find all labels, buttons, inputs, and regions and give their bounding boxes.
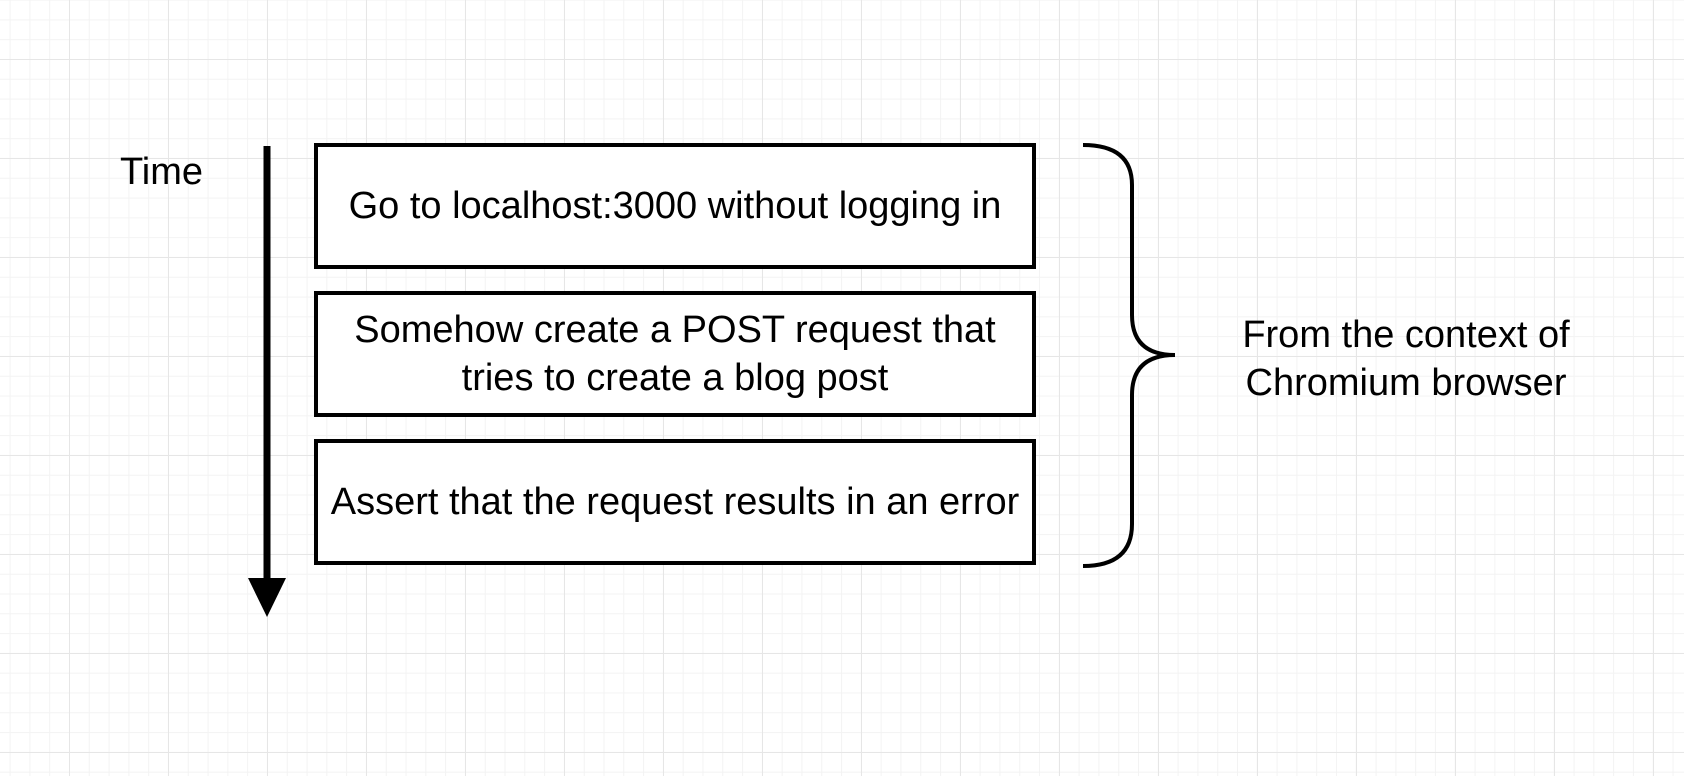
step-text: Go to localhost:3000 without logging in xyxy=(348,185,1002,227)
step-box-assert-error: Assert that the request results in an er… xyxy=(314,439,1036,565)
step-box-create-post-request: Somehow create a POST request that tries… xyxy=(314,291,1036,417)
time-axis-label: Time xyxy=(120,151,204,193)
step-text: Somehow create a POST request that tries… xyxy=(354,309,996,399)
step-box-visit-localhost: Go to localhost:3000 without logging in xyxy=(314,143,1036,269)
grouping-brace xyxy=(1082,143,1176,568)
context-label: From the context of Chromium browser xyxy=(1242,314,1570,404)
time-arrow-head xyxy=(248,578,286,617)
step-text: Assert that the request results in an er… xyxy=(330,481,1020,523)
